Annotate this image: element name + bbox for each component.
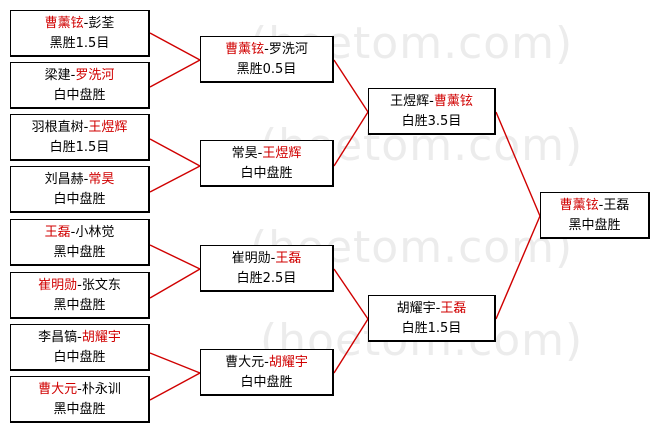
match-players: 曹薰铉-彭荃 xyxy=(44,16,115,31)
match-box-round1: 刘昌赫-常昊 白中盘胜 xyxy=(10,166,150,213)
match-box-round1: 王磊-小林觉 黑中盘胜 xyxy=(10,219,150,266)
match-box-round1: 李昌镐-胡耀宇 白中盘胜 xyxy=(10,324,150,371)
match-box-semifinal: 胡耀宇-王磊 白胜1.5目 xyxy=(368,295,496,342)
match-players: 王煜辉-曹薰铉 xyxy=(390,94,473,109)
match-result: 白胜3.5目 xyxy=(401,114,462,129)
match-box-round1: 羽根直树-王煜辉 白胜1.5目 xyxy=(10,114,150,161)
match-result: 白胜1.5目 xyxy=(401,321,462,336)
match-result: 黑中盘胜 xyxy=(53,245,106,260)
match-box-round1: 曹薰铉-彭荃 黑胜1.5目 xyxy=(10,10,150,57)
match-players: 曹薰铉-王磊 xyxy=(559,198,630,213)
match-players: 李昌镐-胡耀宇 xyxy=(38,330,121,345)
match-box-round1: 梁建-罗洗河 白中盘胜 xyxy=(10,62,150,109)
match-box-round1: 曹大元-朴永训 黑中盘胜 xyxy=(10,376,150,423)
match-result: 白中盘胜 xyxy=(53,192,106,207)
match-result: 白中盘胜 xyxy=(240,375,293,390)
match-result: 白胜2.5目 xyxy=(236,271,297,286)
match-players: 梁建-罗洗河 xyxy=(44,68,115,83)
match-players: 曹大元-胡耀宇 xyxy=(225,355,308,370)
match-players: 崔明勋-张文东 xyxy=(38,278,121,293)
match-result: 黑胜1.5目 xyxy=(49,36,110,51)
match-players: 刘昌赫-常昊 xyxy=(44,172,115,187)
match-box-round2: 崔明勋-王磊 白胜2.5目 xyxy=(200,245,334,292)
match-box-final: 曹薰铉-王磊 黑中盘胜 xyxy=(540,192,650,239)
match-result: 黑胜0.5目 xyxy=(236,62,297,77)
match-result: 黑中盘胜 xyxy=(53,402,106,417)
match-box-round2: 曹大元-胡耀宇 白中盘胜 xyxy=(200,349,334,396)
match-box-round1: 崔明勋-张文东 黑中盘胜 xyxy=(10,272,150,319)
match-box-round2: 曹薰铉-罗洗河 黑胜0.5目 xyxy=(200,36,334,83)
match-box-semifinal: 王煜辉-曹薰铉 白胜3.5目 xyxy=(368,88,496,135)
match-box-round2: 常昊-王煜辉 白中盘胜 xyxy=(200,140,334,187)
match-players: 曹薰铉-罗洗河 xyxy=(225,42,308,57)
match-players: 崔明勋-王磊 xyxy=(231,251,302,266)
match-result: 白胜1.5目 xyxy=(49,140,110,155)
match-result: 黑中盘胜 xyxy=(53,298,106,313)
match-players: 常昊-王煜辉 xyxy=(231,146,302,161)
match-result: 白中盘胜 xyxy=(53,88,106,103)
match-players: 王磊-小林觉 xyxy=(44,225,115,240)
match-result: 白中盘胜 xyxy=(240,166,293,181)
match-players: 羽根直树-王煜辉 xyxy=(31,120,128,135)
match-result: 黑中盘胜 xyxy=(568,218,621,233)
match-players: 胡耀宇-王磊 xyxy=(396,301,467,316)
match-players: 曹大元-朴永训 xyxy=(38,382,121,397)
match-result: 白中盘胜 xyxy=(53,350,106,365)
